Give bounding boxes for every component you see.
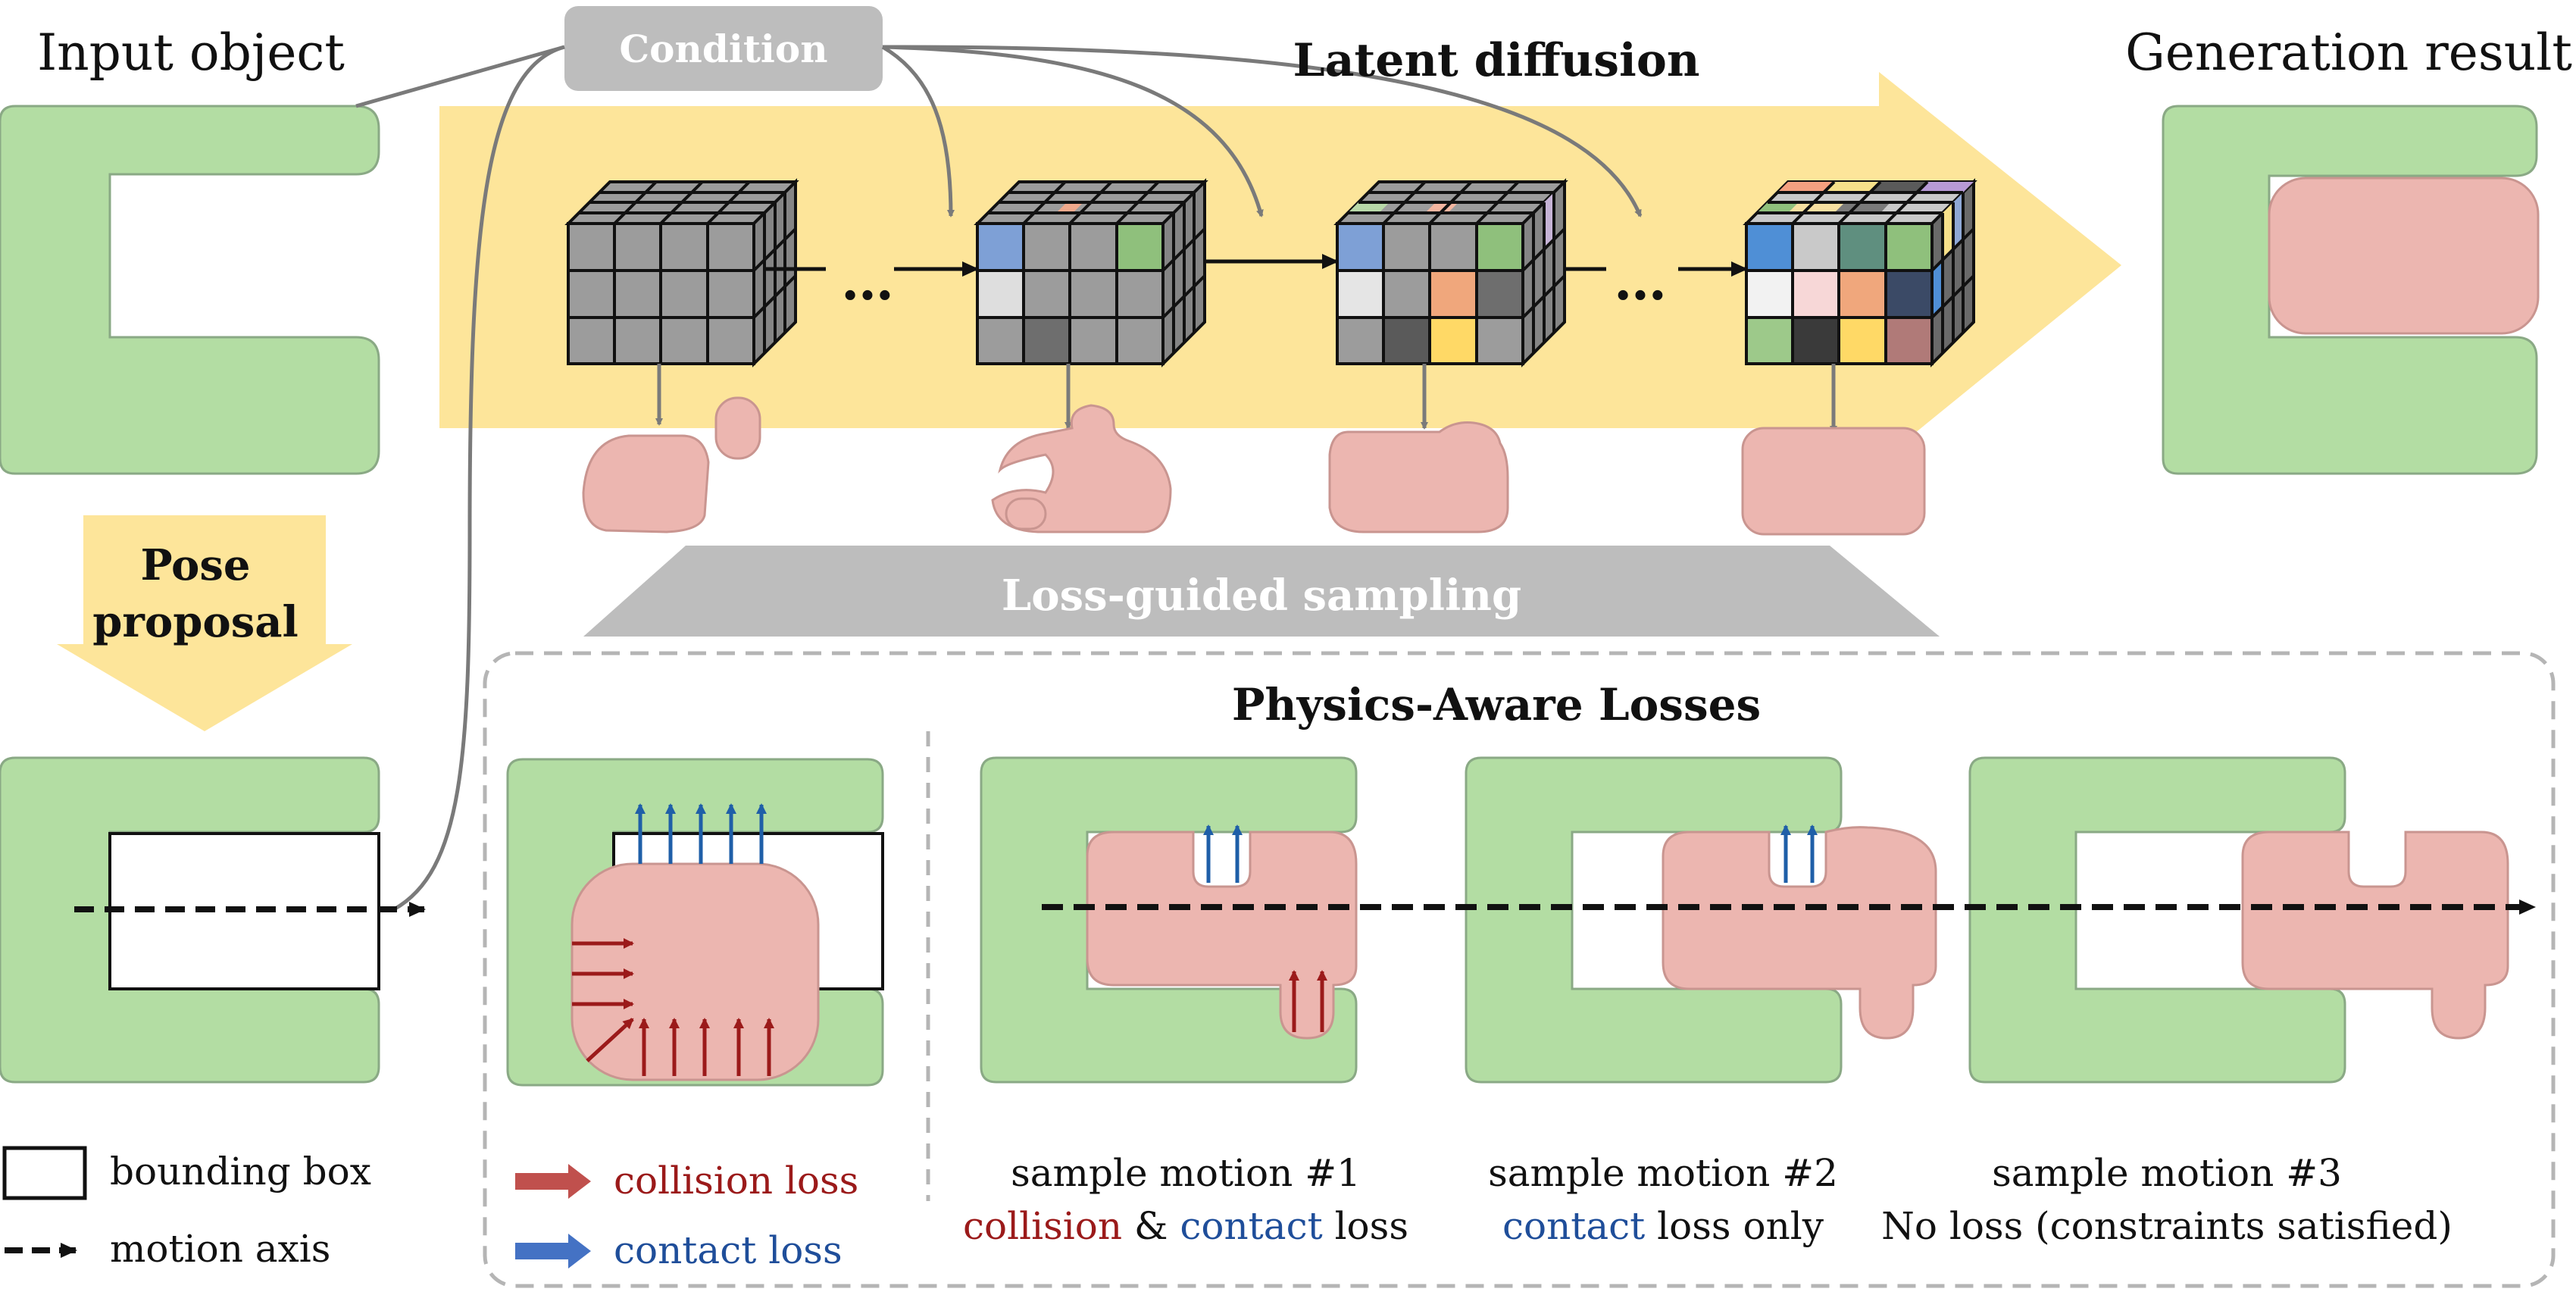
- decoded-shapes: [582, 396, 1926, 536]
- input-object-label: Input object: [37, 23, 345, 82]
- sample-1-title: sample motion #1: [1011, 1151, 1361, 1195]
- input-object-shape: [0, 105, 380, 475]
- condition-box: [564, 6, 883, 91]
- generation-result-label: Generation result: [2125, 23, 2572, 82]
- sample-1-caption-part: loss: [1323, 1204, 1408, 1248]
- sample-2-caption: contact loss only: [1502, 1204, 1824, 1248]
- sample-1-caption: collision & contact loss: [963, 1204, 1408, 1248]
- loss-guided-sampling-label: Loss-guided sampling: [1002, 571, 1521, 621]
- posed-object: [0, 756, 426, 1084]
- latent-cube-2: [976, 180, 1206, 365]
- collision-loss-legend-label: collision loss: [614, 1159, 858, 1203]
- condition-links: [355, 45, 1643, 912]
- sample-motion-3: [1968, 756, 2509, 1084]
- contact-loss-legend-label: contact loss: [614, 1228, 843, 1272]
- loss-guided-sampling-banner: [583, 546, 1940, 637]
- sample-1-caption-part: collision: [963, 1204, 1122, 1248]
- bounding-box-legend-label: bounding box: [110, 1150, 371, 1193]
- contact-loss-arrows: [635, 803, 767, 864]
- sample-motion-1: [980, 756, 1358, 1084]
- pose-proposal-label-line1: Pose: [140, 540, 250, 590]
- loss-illustration: [506, 758, 884, 1087]
- collision-loss-legend-arrow: [515, 1164, 591, 1199]
- condition-label: Condition: [619, 27, 827, 71]
- collision-loss-arrows: [572, 938, 774, 1076]
- motion-axis-legend-label: motion axis: [110, 1227, 330, 1271]
- sample-2-caption-part: loss only: [1645, 1204, 1824, 1248]
- sample-2-caption-part: contact: [1502, 1204, 1645, 1248]
- sample-3-title: sample motion #3: [1992, 1151, 2342, 1195]
- latent-cube-4: [1743, 178, 1977, 368]
- sample-2-title: sample motion #2: [1488, 1151, 1838, 1195]
- pose-proposal-arrow: [57, 515, 352, 731]
- diffusion-step-arrows: [765, 254, 1748, 277]
- physics-aware-losses-panel: [483, 651, 2556, 1288]
- latent-diffusion-arrow: [439, 72, 2121, 462]
- contact-loss-legend-arrow: [515, 1234, 591, 1269]
- physics-aware-losses-title: Physics-Aware Losses: [1232, 679, 1761, 730]
- bounding-box-legend-swatch: [2, 1146, 87, 1200]
- sample-motion-2: [1465, 756, 1937, 1084]
- sample-1-caption-part: contact: [1180, 1204, 1322, 1248]
- latent-diffusion-label: Latent diffusion: [1293, 34, 1699, 87]
- sample-3-caption: No loss (constraints satisfied): [1881, 1204, 2453, 1248]
- ellipsis-1: …: [841, 249, 894, 312]
- generation-result-shape: [2162, 105, 2540, 475]
- pose-proposal-label-line2: proposal: [92, 597, 299, 647]
- decode-arrows: [655, 364, 1837, 433]
- ellipsis-2: …: [1614, 249, 1667, 312]
- latent-cube-3: [1336, 180, 1566, 365]
- latent-cube-1: [567, 180, 797, 365]
- sample-1-caption-part: &: [1122, 1204, 1180, 1248]
